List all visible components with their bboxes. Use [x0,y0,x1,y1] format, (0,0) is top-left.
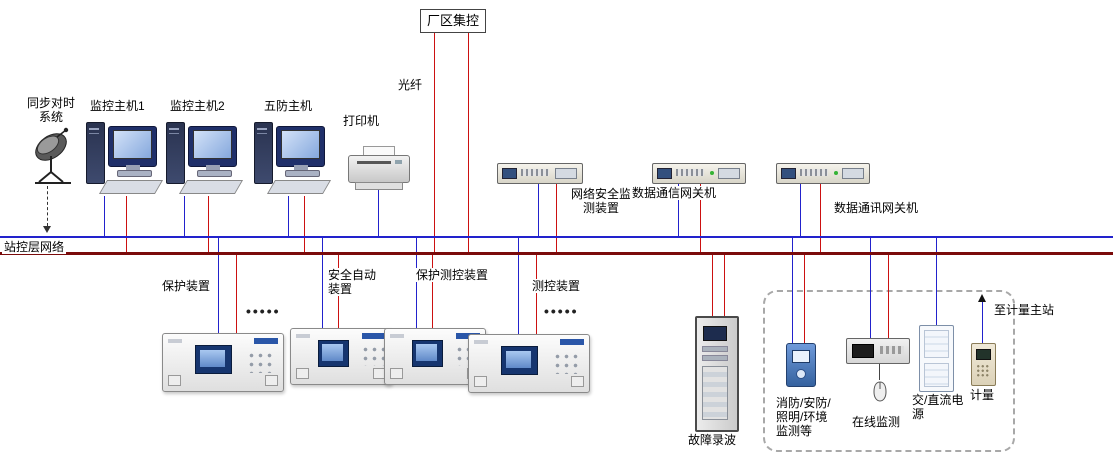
host1-link-b [126,196,127,253]
metering-device-icon [971,343,996,386]
prot-ctrl-label: 保护测控装置 [414,268,490,283]
gateway2-label: 数据通讯网关机 [832,201,921,216]
protection-link-b [236,255,237,333]
gateway2-link-a [800,182,801,236]
power-supply-link [936,238,937,325]
fire-env-link-b [804,255,805,343]
protection-label: 保护装置 [160,279,213,294]
power-supply-cabinet-icon [919,325,954,392]
wufang-link-a [288,196,289,236]
safety-auto-label: 安全自动装置 [326,268,388,297]
wufang-computer-icon [254,120,332,196]
to-metering-master-label: 至计量主站 [992,303,1057,318]
bus-label: 站控层网络 [2,240,67,255]
prot-ctrl-link-a [416,238,417,328]
fire-env-link-a [792,238,793,343]
fire-env-label: 消防/安防/照明/环境监测等 [774,396,840,439]
fault-recorder-label: 故障录波 [688,433,737,447]
host2-label: 监控主机2 [170,99,225,113]
netsec-label: 网络安全监测装置 [568,187,634,216]
ctrl-link-a [518,238,519,334]
protection-device-icon [162,333,284,392]
safety-auto-link-a [322,238,323,328]
wufang-label: 五防主机 [264,99,313,113]
prot-ctrl-link-b [432,255,433,328]
fiber-label: 光纤 [398,78,423,92]
fault-recorder-cabinet-icon [695,316,739,432]
host2-link-b [208,196,209,253]
fault-recorder-link-2 [724,255,725,316]
netsec-link-a [538,182,539,236]
netsec-device-icon [497,163,583,184]
gateway1-device-icon [652,163,746,184]
host2-computer-icon [166,120,244,196]
metering-label: 计量 [968,388,997,403]
printer-icon [348,146,410,190]
sync-clock-dashed-link [47,186,48,226]
host1-label: 监控主机1 [90,99,145,113]
printer-link [378,190,379,236]
safety-auto-device-icon [290,328,392,385]
ctrl-device-icon [468,334,590,393]
fiber-link-1 [434,31,435,253]
sync-clock-label: 同步对时系统 [26,96,75,125]
online-monitor-device-icon [846,338,910,364]
ellipsis-dots: ••••• [246,303,281,319]
auxiliary-systems-box [763,290,1015,452]
host1-computer-icon [86,120,164,196]
gateway2-device-icon [776,163,870,184]
online-monitor-label: 在线监测 [850,415,903,430]
ctrl-link-b [536,255,537,334]
ctrl-label: 测控装置 [530,279,583,294]
protection-link-a [218,238,219,333]
metering-uplink [982,302,983,343]
sync-clock-arrowhead-icon [43,226,51,233]
power-supply-label: 交/直流电源 [910,393,968,422]
station-bus-b [0,252,1113,255]
gateway1-link-b [700,182,701,253]
fiber-link-2 [468,31,469,253]
host1-link-a [104,196,105,236]
gateway2-link-b [820,182,821,253]
station-bus-a [0,236,1113,238]
mouse-icon [873,381,887,402]
fire-env-device-icon [786,343,816,387]
mouse-cable [879,362,880,380]
netsec-link-b [556,182,557,253]
fault-recorder-link-1 [712,255,713,316]
host2-link-a [184,196,185,236]
online-monitor-link-b [888,255,889,338]
metering-uplink-arrowhead-icon [978,294,986,302]
plant-control-box: 厂区集控 [420,9,486,33]
gateway1-link-a [678,182,679,236]
printer-label: 打印机 [343,114,380,128]
online-monitor-link-a [870,238,871,338]
gateway1-label: 数据通信网关机 [630,186,718,201]
wufang-link-b [304,196,305,253]
ellipsis-dots: ••••• [544,303,579,319]
satellite-dish-icon [35,127,71,184]
